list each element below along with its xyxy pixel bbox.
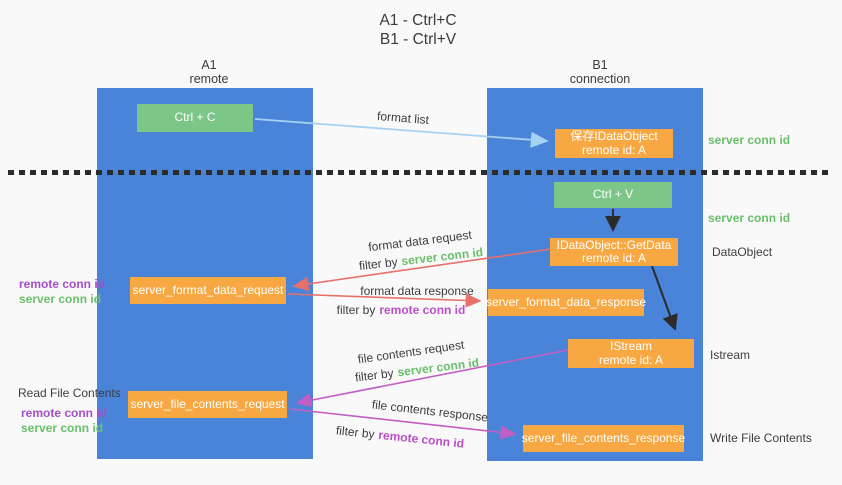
istream-line2: remote id: A bbox=[598, 352, 664, 367]
server-format-data-response-node: server_format_data_response bbox=[485, 289, 647, 316]
file-contents-request-arrow bbox=[295, 349, 569, 408]
server-conn-id-text: server conn id bbox=[19, 291, 102, 306]
save-dataobject-node: 保存IDataObject remote id: A bbox=[555, 129, 673, 158]
write-file-contents-label: Write File Contents bbox=[710, 431, 812, 445]
server-file-contents-response-label: server_file_contents_response bbox=[521, 430, 686, 445]
format-data-response-label: format data response bbox=[360, 284, 474, 298]
filter-by-text: filter by bbox=[336, 303, 376, 317]
column-b1-role: connection bbox=[569, 72, 631, 86]
istream-line1: IStream bbox=[609, 339, 652, 353]
getdata-line2: remote id: A bbox=[581, 251, 647, 265]
server-file-contents-response-node: server_file_contents_response bbox=[521, 425, 686, 452]
save-dataobject-line2: remote id: A bbox=[581, 142, 647, 157]
remote-conn-id-text: remote conn id bbox=[19, 277, 106, 291]
getdata-to-istream-arrow bbox=[651, 265, 678, 331]
getdata-line1: IDataObject::GetData bbox=[556, 237, 672, 252]
save-dataobject-line1: 保存IDataObject bbox=[570, 129, 658, 143]
getdata-node: IDataObject::GetData remote id: A bbox=[550, 238, 678, 266]
server-format-data-request-node: server_format_data_request bbox=[130, 277, 286, 304]
ctrl-c-label: Ctrl + C bbox=[174, 110, 216, 125]
remote-conn-id-text: remote conn id bbox=[21, 406, 108, 420]
server-conn-id-label-mid: server conn id bbox=[708, 211, 791, 225]
server-conn-id-text: server conn id bbox=[21, 420, 104, 435]
server-file-contents-request-node: server_file_contents_request bbox=[128, 391, 287, 418]
server-format-data-request-label: server_format_data_request bbox=[132, 282, 284, 297]
ctrl-v-label: Ctrl + V bbox=[592, 187, 634, 202]
column-b1-name: B1 bbox=[592, 58, 608, 72]
diagram-title: A1 - Ctrl+C B1 - Ctrl+V bbox=[318, 11, 518, 49]
remote-conn-id-text: remote conn id bbox=[379, 303, 466, 317]
ctrl-v-node: Ctrl + V bbox=[554, 182, 672, 208]
session-divider bbox=[8, 170, 829, 175]
ctrl-c-node: Ctrl + C bbox=[137, 104, 253, 132]
column-header-b1: B1 connection bbox=[540, 58, 660, 86]
istream-node: IStream remote id: A bbox=[568, 339, 694, 368]
title-line-2: B1 - Ctrl+V bbox=[379, 31, 457, 48]
format-list-arrow bbox=[254, 118, 549, 148]
format-data-response-arrow bbox=[287, 293, 482, 308]
istream-label: Istream bbox=[710, 348, 751, 362]
column-a1-name: A1 bbox=[201, 58, 217, 72]
file-contents-response-arrow bbox=[289, 408, 517, 440]
column-a1-role: remote bbox=[189, 72, 229, 86]
server-format-data-response-label: server_format_data_response bbox=[485, 294, 647, 309]
title-line-1: A1 - Ctrl+C bbox=[379, 12, 457, 29]
read-file-contents-label: Read File Contents bbox=[18, 386, 121, 400]
conn-id-legend-top: remote conn id server conn id bbox=[19, 277, 105, 306]
dataobject-label: DataObject bbox=[712, 245, 773, 259]
server-file-contents-request-label: server_file_contents_request bbox=[130, 396, 285, 411]
conn-id-legend-bottom: remote conn id server conn id bbox=[21, 406, 107, 435]
format-data-request-arrow bbox=[292, 248, 552, 292]
column-header-a1: A1 remote bbox=[149, 58, 269, 86]
server-conn-id-label-top: server conn id bbox=[708, 133, 791, 147]
